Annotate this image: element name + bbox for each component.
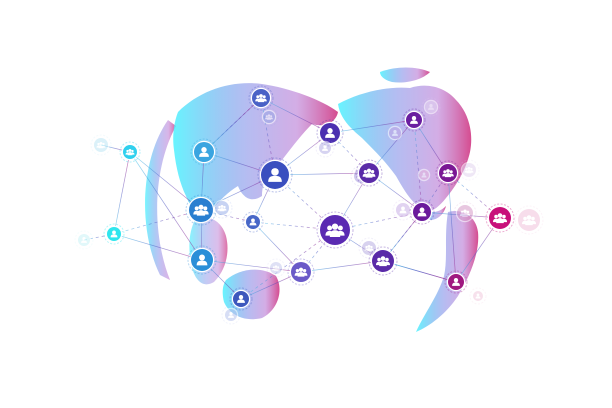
- connection-line: [368, 119, 415, 174]
- connection-line: [300, 260, 384, 273]
- connection-line: [447, 172, 457, 283]
- user-node: [315, 138, 335, 158]
- user-group-node: [266, 258, 286, 278]
- user-group-node: [259, 107, 279, 127]
- user-node: [402, 108, 426, 132]
- connection-line: [260, 97, 276, 176]
- user-group-node: [358, 237, 380, 259]
- user-group-node: [90, 134, 112, 156]
- user-group-node: [185, 194, 217, 226]
- user-node: [187, 245, 217, 275]
- user-node: [469, 287, 487, 305]
- user-group-node: [119, 141, 141, 163]
- connection-line: [260, 97, 331, 134]
- user-node: [74, 230, 94, 250]
- user-group-node: [355, 159, 383, 187]
- world-map-continents: [145, 67, 479, 332]
- connection-line: [329, 119, 415, 134]
- connection-line: [201, 259, 302, 273]
- user-node: [415, 166, 433, 184]
- user-node: [221, 305, 241, 325]
- connection-line: [240, 229, 336, 300]
- connection-line: [203, 97, 262, 153]
- network-nodes: [74, 85, 544, 325]
- connection-line: [413, 119, 449, 174]
- user-group-node: [248, 85, 274, 111]
- user-group-node: [485, 203, 515, 233]
- user-group-node: [458, 159, 480, 181]
- user-group-node: [368, 246, 398, 276]
- user-node: [409, 199, 435, 225]
- user-node: [444, 270, 468, 294]
- user-node: [103, 223, 125, 245]
- user-node: [229, 287, 253, 311]
- user-group-node: [287, 258, 315, 286]
- user-node: [190, 138, 218, 166]
- user-group-node: [453, 201, 477, 225]
- connection-line: [113, 151, 131, 235]
- user-node: [257, 157, 293, 193]
- connection-line: [129, 151, 203, 261]
- connection-line: [382, 260, 457, 283]
- connection-lines: [83, 97, 501, 300]
- user-node: [421, 97, 441, 117]
- connection-line: [113, 233, 203, 261]
- user-node: [385, 123, 405, 143]
- user-node: [316, 119, 344, 147]
- user-group-node: [435, 160, 461, 186]
- user-group-node: [514, 205, 544, 235]
- user-node: [242, 211, 264, 233]
- connection-line: [455, 217, 501, 283]
- connection-line: [129, 151, 202, 211]
- connection-line: [252, 221, 302, 273]
- user-group-node: [211, 197, 233, 219]
- user-group-node: [316, 211, 354, 249]
